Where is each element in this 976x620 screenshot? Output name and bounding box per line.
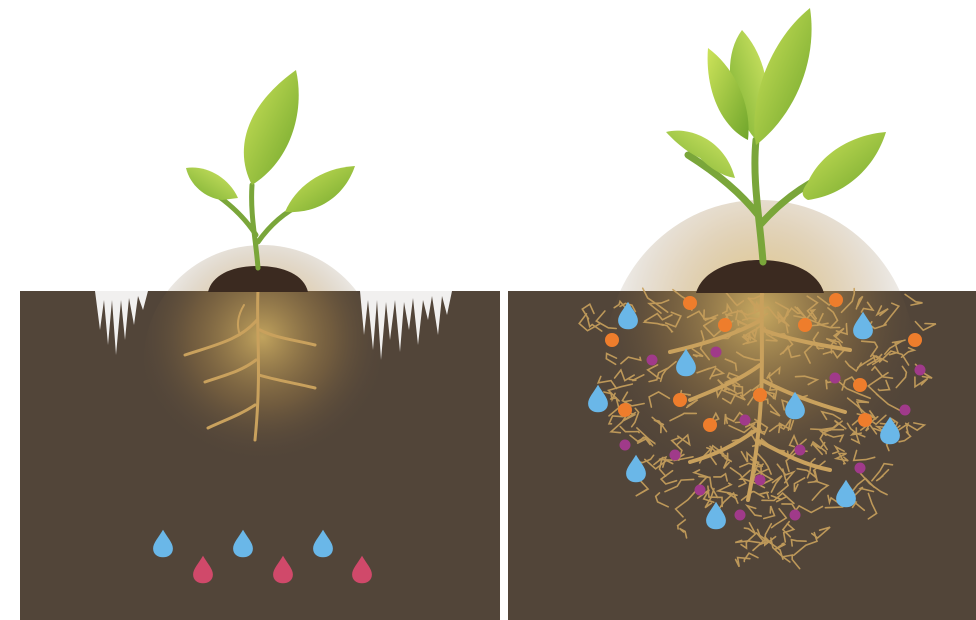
nutrient-purple-dot: [855, 463, 866, 474]
nutrient-orange-dot: [798, 318, 812, 332]
nutrient-purple-dot: [711, 347, 722, 358]
nutrient-purple-dot: [915, 365, 926, 376]
nutrient-purple-dot: [740, 415, 751, 426]
nutrient-orange-dot: [673, 393, 687, 407]
right-panel-with-mycelium: [508, 8, 976, 620]
nutrient-purple-dot: [620, 440, 631, 451]
leaf-side-right-a: [666, 131, 735, 178]
nutrient-purple-dot: [755, 475, 766, 486]
nutrient-orange-dot: [908, 333, 922, 347]
nutrient-orange-dot: [605, 333, 619, 347]
seedling-icon: [186, 70, 355, 268]
nutrient-orange-dot: [703, 418, 717, 432]
nutrient-orange-dot: [853, 378, 867, 392]
nutrient-purple-dot: [695, 485, 706, 496]
nutrient-orange-dot: [718, 318, 732, 332]
nutrient-purple-dot: [647, 355, 658, 366]
nutrient-orange-dot: [753, 388, 767, 402]
nutrient-orange-dot: [829, 293, 843, 307]
nutrient-purple-dot: [790, 510, 801, 521]
leaf-side-right-b: [803, 132, 886, 200]
nutrient-purple-dot: [795, 445, 806, 456]
nutrient-purple-dot: [670, 450, 681, 461]
nutrient-orange-dot: [858, 413, 872, 427]
nutrient-purple-dot: [830, 373, 841, 384]
nutrient-purple-dot: [735, 510, 746, 521]
leaf-top-left: [244, 70, 299, 185]
left-panel-without-mycelium: [20, 70, 500, 620]
nutrient-orange-dot: [683, 296, 697, 310]
nutrient-purple-dot: [900, 405, 911, 416]
nutrient-orange-dot: [618, 403, 632, 417]
leaf-side-right: [285, 166, 355, 212]
leaf-side-left: [186, 168, 238, 200]
